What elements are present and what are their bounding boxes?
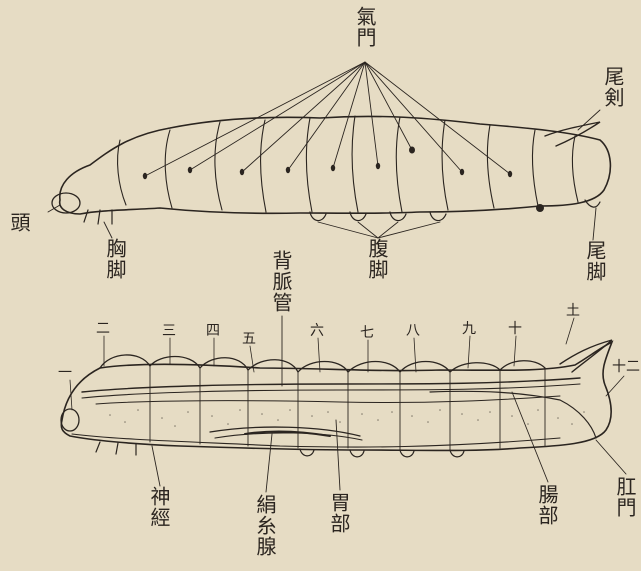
silkworm-section xyxy=(61,316,626,492)
label-thoracic-legs: 胸脚 xyxy=(104,238,126,280)
segment-number-8: 八 xyxy=(406,324,420,338)
label-caudal-horn: 尾剣 xyxy=(602,66,624,108)
segment-number-11: 土 xyxy=(566,304,580,318)
label-intestine: 腸部 xyxy=(536,484,558,526)
label-caudal-legs: 尾脚 xyxy=(584,240,606,282)
label-dorsal-vessel: 背脈管 xyxy=(270,250,292,313)
segment-number-10: 十 xyxy=(508,322,522,336)
segment-number-7: 七 xyxy=(360,326,374,340)
segment-number-5: 五 xyxy=(242,332,256,346)
label-head: 頭 xyxy=(8,212,30,233)
segment-number-12: 十二 xyxy=(612,360,640,374)
label-spiracles: 氣門 xyxy=(354,6,376,48)
label-silk-gland: 絹糸腺 xyxy=(254,494,276,557)
segment-number-4: 四 xyxy=(206,324,220,338)
segment-number-9: 九 xyxy=(462,322,476,336)
segment-number-3: 三 xyxy=(162,324,176,338)
segment-number-2: 二 xyxy=(96,322,110,336)
label-stomach: 胃部 xyxy=(328,492,350,534)
label-nerve: 神經 xyxy=(148,486,170,528)
label-abdominal-legs: 腹脚 xyxy=(366,238,388,280)
label-anus: 肛門 xyxy=(614,476,636,518)
silkworm-exterior xyxy=(48,62,610,240)
segment-number-6: 六 xyxy=(310,324,324,338)
segment-number-1: 一 xyxy=(58,366,72,380)
